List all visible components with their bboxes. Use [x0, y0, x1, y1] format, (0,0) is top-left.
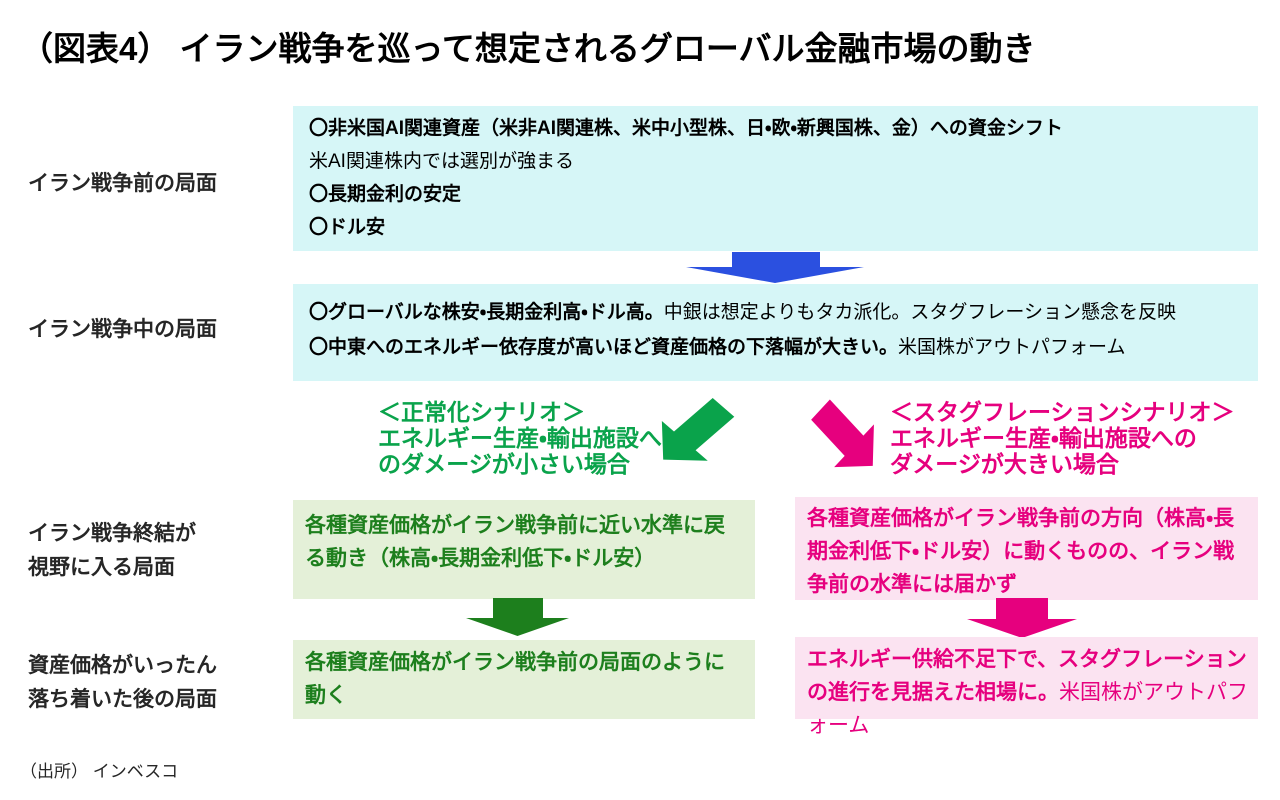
normalization-scenario-line1: ＜正常化シナリオ＞	[378, 399, 585, 425]
pre-war-box-line3: 〇長期金利の安定	[309, 184, 462, 205]
stagflation-scenario-line3: ダメージが大きい場合	[890, 451, 1119, 477]
during-war-box-line1-bold: 〇グローバルな株安・長期金利高・ドル高。	[309, 302, 664, 323]
phase-label-war-end-line1: イラン戦争終結が	[28, 522, 196, 545]
during-war-box: 〇グローバルな株安・長期金利高・ドル高。中銀は想定よりもタカ派化。スタグフレーシ…	[293, 284, 1258, 381]
during-war-box-line1: 〇グローバルな株安・長期金利高・ドル高。中銀は想定よりもタカ派化。スタグフレーシ…	[309, 295, 1242, 330]
green-diagonal-arrow-icon	[661, 398, 735, 461]
phase-label-settled-line2: 落ち着いた後の局面	[28, 688, 217, 711]
war-end-pink-box: 各種資産価格がイラン戦争前の方向（株高・長期金利低下・ドル安）に動くものの、イラ…	[795, 497, 1258, 600]
stagflation-scenario-label: ＜スタグフレーションシナリオ＞ エネルギー生産・輸出施設への ダメージが大きい場…	[890, 399, 1235, 477]
pink-diagonal-arrow-icon	[811, 399, 874, 468]
settled-pink-box: エネルギー供給不足下で、スタグフレーションの進行を見据えた相場に。米国株がアウト…	[795, 637, 1258, 737]
during-war-box-line2-normal: 米国株がアウトパフォーム	[898, 337, 1126, 358]
during-war-box-line2-bold: 〇中東へのエネルギー依存度が高いほど資産価格の下落幅が大きい。	[309, 337, 899, 358]
during-war-box-line1-normal: 中銀は想定よりもタカ派化。スタグフレーション懸念を反映	[663, 302, 1176, 323]
source-note: （出所） インベスコ	[20, 762, 179, 781]
stagflation-scenario-line2: エネルギー生産・輸出施設への	[890, 425, 1197, 451]
normalization-scenario-line2: エネルギー生産・輸出施設へ	[378, 425, 662, 451]
stagflation-scenario-line1: ＜スタグフレーションシナリオ＞	[890, 399, 1235, 425]
war-end-green-box: 各種資産価格がイラン戦争前に近い水準に戻る動き（株高・長期金利低下・ドル安）	[293, 500, 755, 599]
settled-green-box: 各種資産価格がイラン戦争前の局面のように動く	[293, 640, 755, 719]
settled-pink-box-bold: エネルギー供給不足下で、スタグフレーションの進行を見据えた相場に。	[807, 648, 1247, 704]
pink-down-arrow-icon	[967, 598, 1077, 638]
phase-label-war-end-line2: 視野に入る局面	[28, 556, 175, 579]
pre-war-box: 〇非米国AI関連資産（米非AI関連株、米中小型株、日・欧・新興国株、金）への資金…	[293, 106, 1258, 251]
pre-war-box-line4: 〇ドル安	[309, 217, 386, 238]
phase-label-war-end: イラン戦争終結が 視野に入る局面	[28, 517, 196, 585]
blue-down-arrow-icon	[686, 252, 864, 283]
phase-label-during-war: イラン戦争中の局面	[28, 318, 217, 341]
pre-war-box-line2: 米AI関連株内では選別が強まる	[309, 151, 574, 172]
phase-label-settled-line1: 資産価格がいったん	[28, 654, 217, 677]
normalization-scenario-line3: のダメージが小さい場合	[378, 451, 630, 477]
pre-war-box-line1: 〇非米国AI関連資産（米非AI関連株、米中小型株、日・欧・新興国株、金）への資金…	[309, 118, 1063, 139]
normalization-scenario-label: ＜正常化シナリオ＞ エネルギー生産・輸出施設へ のダメージが小さい場合	[378, 399, 662, 477]
phase-label-settled: 資産価格がいったん 落ち着いた後の局面	[28, 649, 217, 717]
phase-label-pre-war: イラン戦争前の局面	[28, 172, 217, 195]
settled-pink-box-normal: 米国株がアウトパフォーム	[807, 681, 1248, 737]
green-down-arrow-icon	[466, 598, 569, 636]
figure-title: （図表4） イラン戦争を巡って想定されるグローバル金融市場の動き	[20, 30, 1036, 67]
during-war-box-line2: 〇中東へのエネルギー依存度が高いほど資産価格の下落幅が大きい。米国株がアウトパフ…	[309, 330, 1242, 365]
